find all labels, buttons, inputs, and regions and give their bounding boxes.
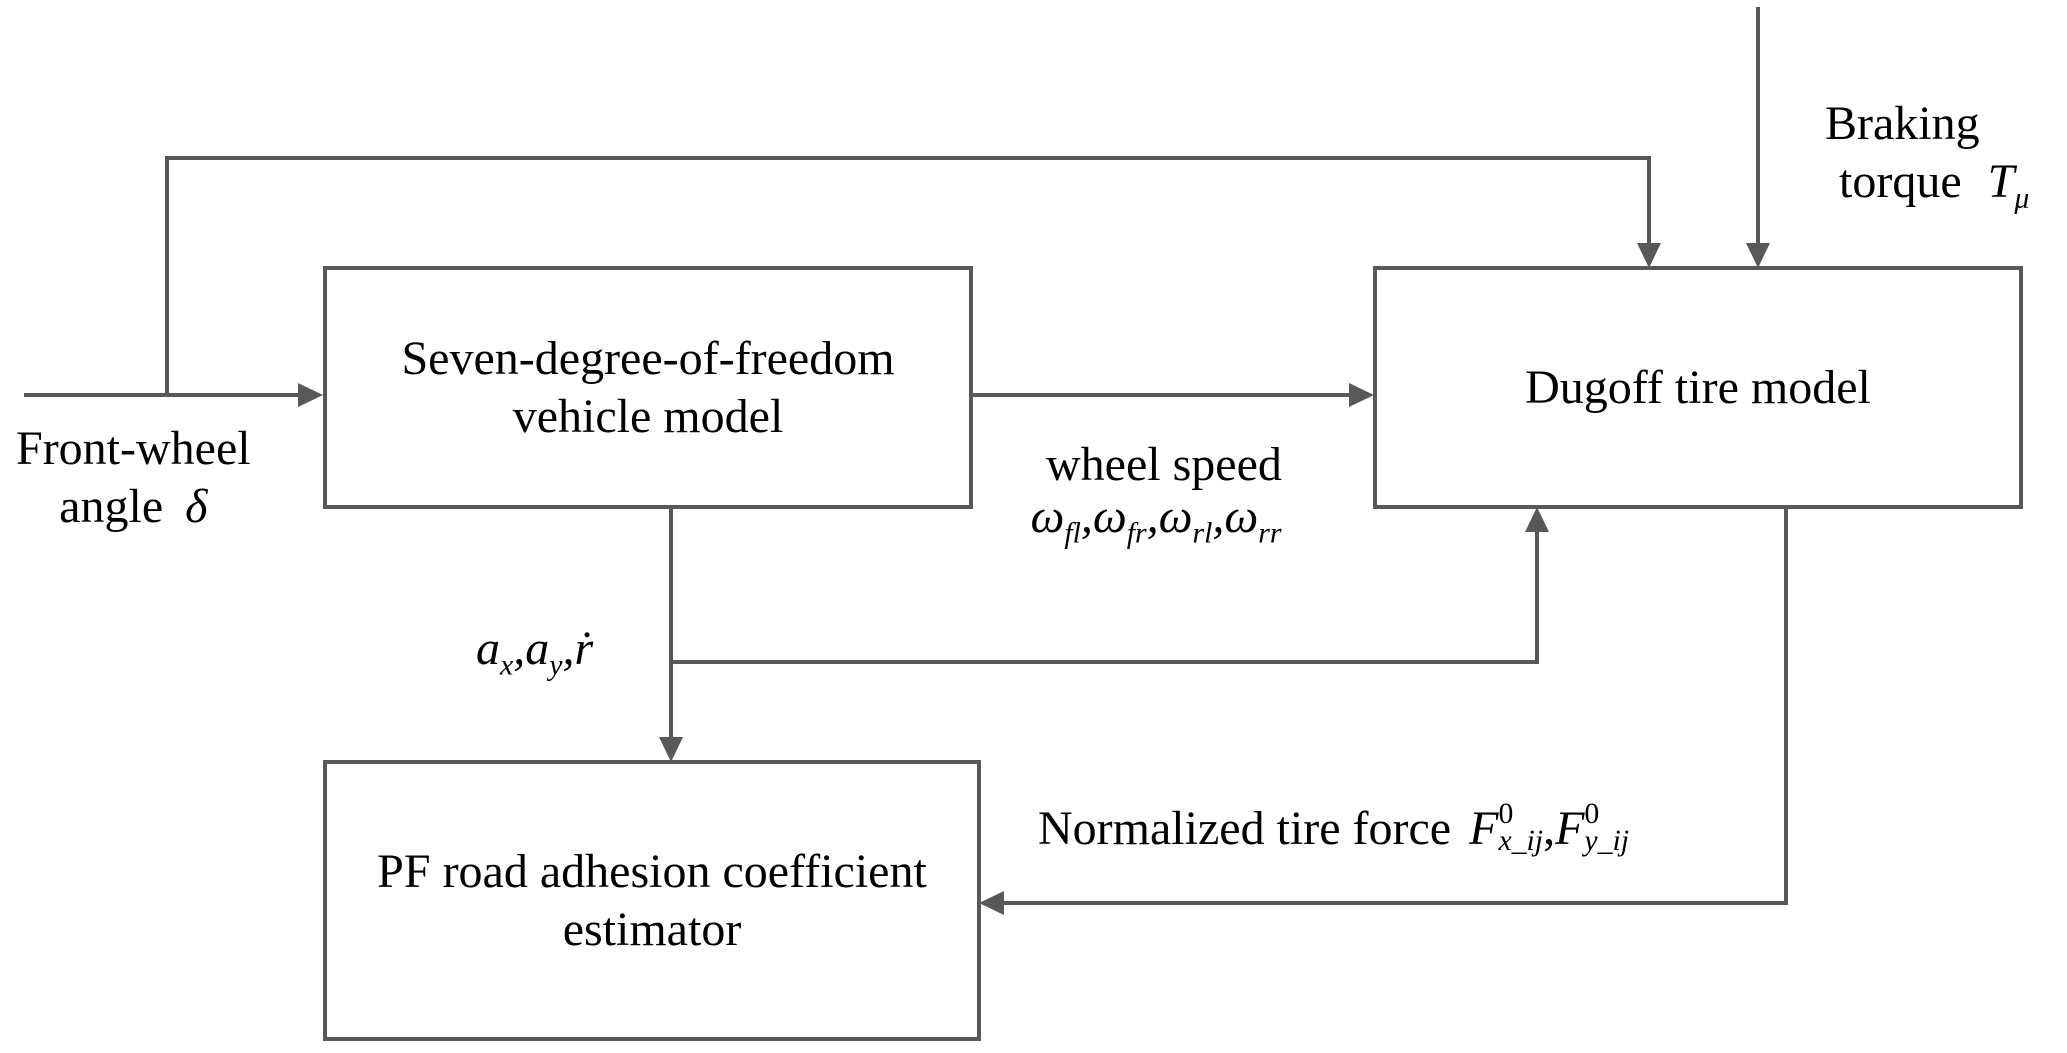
omega-rr: ω — [1224, 489, 1259, 543]
omega-fl-sub: fl — [1064, 516, 1081, 549]
arrowhead-tire-model-top-left — [1637, 243, 1661, 268]
arrowhead-tire-model-left — [1349, 383, 1374, 407]
arrowhead-tire-model-top-right — [1746, 243, 1770, 268]
front-wheel-label-line2: angle — [59, 479, 164, 533]
torque-subscript: μ — [2014, 181, 2030, 214]
braking-torque-label: Braking torque Tμ — [1822, 95, 2029, 216]
ax-symbol: a — [476, 622, 500, 675]
fy-sub: y_ij — [1584, 823, 1630, 857]
separator: , — [1212, 489, 1225, 543]
front-wheel-label-line1: Front-wheel — [16, 422, 251, 475]
separator: , — [1543, 802, 1556, 855]
omega-fr: ω — [1092, 489, 1127, 543]
wire-tire-force-to-estimator — [1002, 507, 1788, 905]
r-dot-symbol: ṙ — [574, 622, 594, 675]
vehicle-model-label-line1: Seven-degree-of-freedom — [401, 331, 895, 385]
estimator-label-line1: PF road adhesion coefficient — [377, 844, 927, 898]
front-wheel-angle-label: Front-wheel angle δ — [16, 420, 251, 535]
arrowhead-vehicle-model-input — [298, 383, 323, 407]
estimator-block: PF road adhesion coefficient estimator — [323, 760, 981, 1041]
omega-fl: ω — [1030, 489, 1065, 543]
wheel-speed-title: wheel speed — [1046, 438, 1282, 491]
separator: , — [513, 622, 526, 675]
separator: , — [1146, 489, 1159, 543]
separator: , — [562, 622, 575, 675]
ay-sub: y — [549, 648, 563, 682]
omega-rr-sub: rr — [1258, 516, 1282, 549]
fy-sup: 0 — [1584, 797, 1600, 831]
braking-label-line1: Braking — [1825, 97, 1980, 150]
accel-label: ax,ay,ṙ — [476, 620, 593, 683]
omega-rl-sub: rl — [1192, 516, 1213, 549]
fx-sup: 0 — [1498, 797, 1514, 831]
delta-symbol: δ — [185, 479, 208, 533]
wire-accel-to-tire-model — [671, 530, 1539, 664]
vehicle-model-block: Seven-degree-of-freedom vehicle model — [323, 266, 973, 509]
fy-symbol: F — [1555, 802, 1585, 855]
fx-sub: x_ij — [1498, 823, 1544, 857]
braking-label-line2-wrap: torque Tμ — [1822, 153, 2029, 216]
estimator-label-line2: estimator — [562, 902, 742, 956]
wheel-speed-symbols: ωfl,ωfr,ωrl,ωrr — [1030, 488, 1282, 551]
normalized-force-text: Normalized tire force — [1038, 802, 1452, 855]
vehicle-model-label-line2: vehicle model — [512, 389, 784, 443]
tire-model-label: Dugoff tire model — [1525, 360, 1871, 414]
arrowhead-estimator-right — [979, 891, 1004, 915]
wire-input-to-tire-model — [165, 156, 1651, 395]
ax-sub: x — [500, 648, 514, 682]
tire-model-block: Dugoff tire model — [1373, 266, 2023, 509]
arrowhead-tire-model-bottom — [1525, 507, 1549, 532]
braking-label-line2: torque — [1839, 154, 1962, 208]
omega-fr-sub: fr — [1126, 516, 1147, 549]
wheel-speed-label: wheel speed ωfl,ωfr,ωrl,ωrr — [1030, 436, 1282, 551]
ay-symbol: a — [525, 622, 550, 675]
separator: , — [1080, 489, 1093, 543]
arrowhead-estimator-top — [659, 737, 683, 762]
front-wheel-label-line2-wrap: angle δ — [16, 478, 251, 536]
fx-symbol: F — [1469, 802, 1499, 855]
omega-rl: ω — [1158, 489, 1193, 543]
torque-symbol: T — [1987, 154, 2015, 208]
